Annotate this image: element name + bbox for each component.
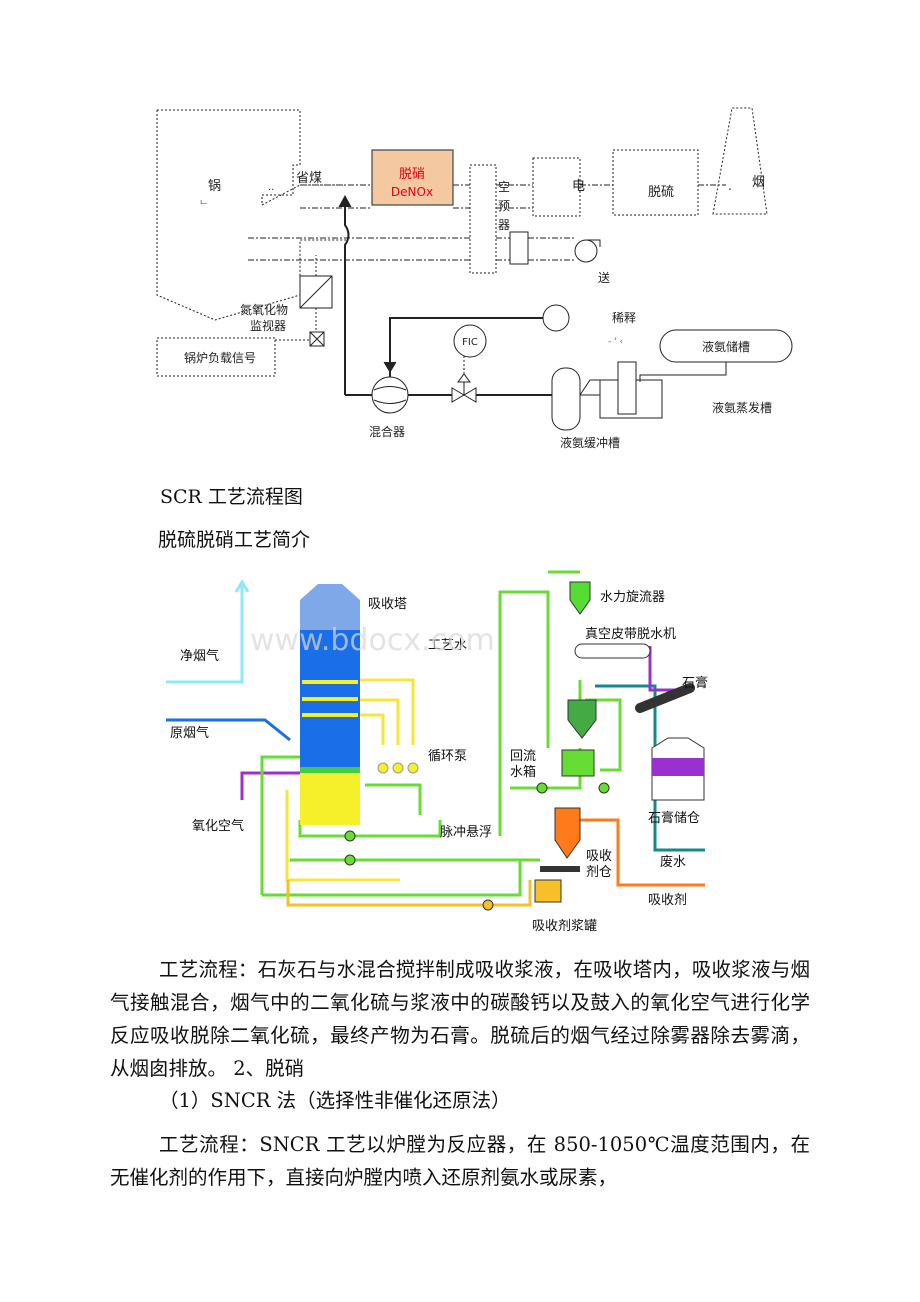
clean-gas-label: 净烟气 xyxy=(180,648,219,664)
absorber-label: 吸收塔 xyxy=(368,597,407,612)
watermark: www.bdocx.com xyxy=(250,623,495,658)
raw-gas-label: 原烟气 xyxy=(170,725,209,741)
gypsum-label: 石膏 xyxy=(682,675,708,691)
air-preheater-char-1: 空 xyxy=(498,180,510,194)
absorbent-silo-label-2: 剂仓 xyxy=(586,865,612,880)
nox-monitor-label-2: 监视器 xyxy=(250,318,286,333)
ammonia-storage-label: 液氨储槽 xyxy=(702,339,750,354)
air-preheater-char-3: 器 xyxy=(498,218,510,232)
fgd-process-paragraph: 工艺流程：石灰石与水混合搅拌制成吸收浆液，在吸收塔内，吸收浆液与烟气接触混合，烟… xyxy=(110,958,810,1080)
circ-pump-label: 循环泵 xyxy=(428,749,467,764)
dilution-sub-label: - ' ‹ xyxy=(608,337,623,347)
vacuum-belt-label: 真空皮带脱水机 xyxy=(585,627,676,642)
gypsum-silo-label: 石膏储仓 xyxy=(648,810,700,826)
boiler-label: 锅 xyxy=(208,178,221,194)
slurry-tank-label: 吸收剂浆罐 xyxy=(532,919,597,934)
boiler-load-label: 锅炉负载信号 xyxy=(184,350,256,365)
waste-water-label: 废水 xyxy=(660,854,686,870)
absorber-top xyxy=(300,600,360,630)
scr-process-diagram: 脱硝 DeNOx 锅 ட .. 省煤 空 预 器 电 脱硫 . 烟 送 氮氧化物… xyxy=(156,107,793,450)
ammonia-buffer-label: 液氨缓冲槽 xyxy=(560,435,620,450)
nox-monitor-label: 氮氧化物 xyxy=(240,302,288,317)
sncr-process-paragraph: 工艺流程：SNCR 工艺以炉膛为反应器，在 850-1050℃温度范围内，在无催… xyxy=(110,1133,810,1189)
hydrocyclone-label: 水力旋流器 xyxy=(600,590,665,605)
dilution-label: 稀释 xyxy=(612,311,636,325)
ammonia-evaporator-label: 液氨蒸发槽 xyxy=(712,400,772,415)
process-water-label: 工艺水 xyxy=(428,638,467,653)
absorbent-silo-label-1: 吸收 xyxy=(586,849,612,864)
stack-label: 烟 xyxy=(752,175,765,190)
stack-dot: . xyxy=(728,179,732,193)
fgd-label: 脱硫 xyxy=(648,185,674,200)
oxidation-air-label: 氧化空气 xyxy=(192,818,244,834)
fgd-process-diagram: 吸收塔 工艺水 净烟气 原烟气 循环泵 氧化空气 脉冲悬浮 回流 水箱 水力旋流… xyxy=(166,570,708,934)
mixer-label: 混合器 xyxy=(369,424,405,439)
denox-label: 脱硝 xyxy=(399,167,425,182)
absorbent-label: 吸收剂 xyxy=(648,893,687,908)
denox-box xyxy=(371,149,454,206)
pulse-suspension-label: 脉冲悬浮 xyxy=(440,825,492,840)
fic-label: FIC xyxy=(462,337,478,348)
absorber-sump xyxy=(300,770,360,825)
return-tank-label-2: 水箱 xyxy=(510,764,536,780)
return-tank-label-1: 回流 xyxy=(510,749,536,764)
air-preheater-char-2: 预 xyxy=(498,199,510,213)
boiler-sub-label: ட xyxy=(200,197,208,207)
heading-intro: 脱硫脱硝工艺简介 xyxy=(158,529,311,551)
denox-en-label: DeNOx xyxy=(391,185,433,199)
economizer-label: 省煤 xyxy=(296,171,322,186)
sncr-title: （1）SNCR 法（选择性非催化还原法） xyxy=(159,1089,511,1112)
fan-label: 送 xyxy=(598,270,610,285)
boiler-outline xyxy=(156,109,346,321)
economizer-mark: .. xyxy=(268,182,274,193)
esp-label: 电 xyxy=(572,179,585,194)
caption-scr: SCR 工艺流程图 xyxy=(160,486,303,508)
